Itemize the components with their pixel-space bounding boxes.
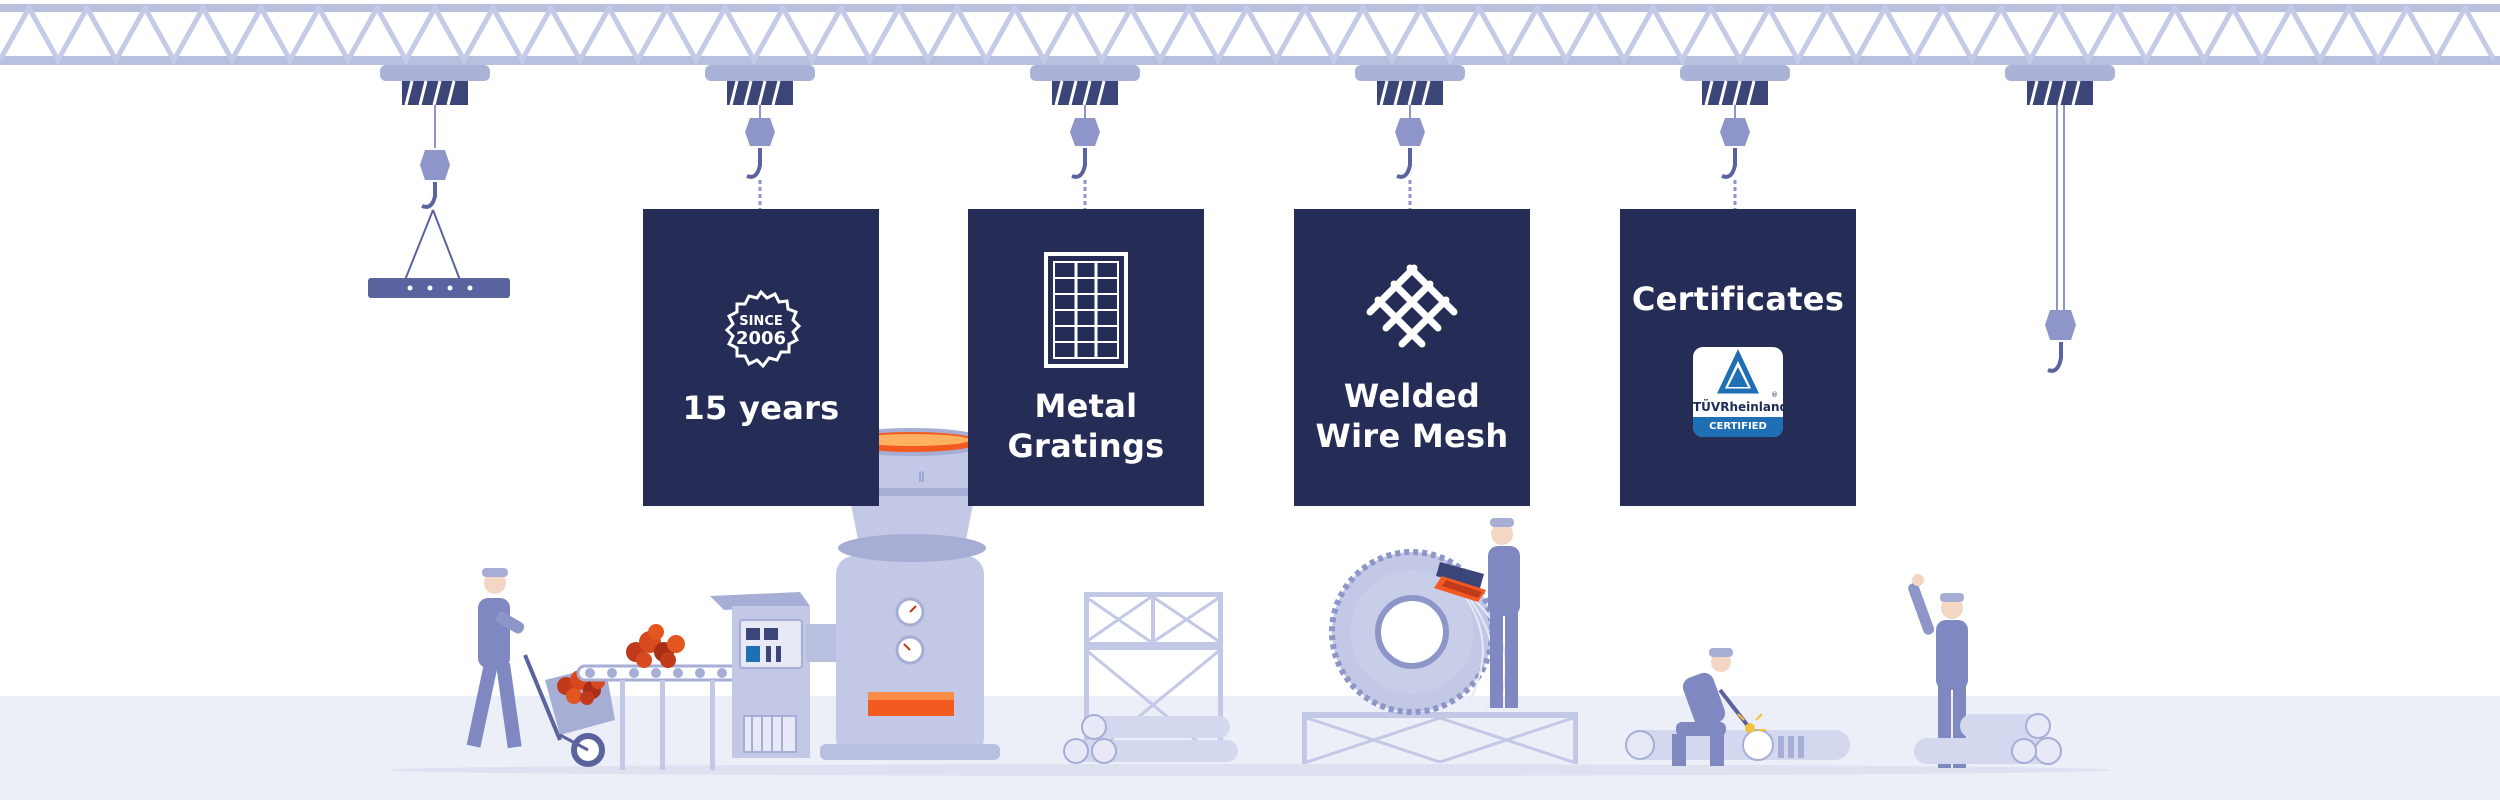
card-title: Certificates	[1632, 279, 1844, 319]
ore-pile-icon	[626, 624, 685, 668]
card-title-line: 15 years	[682, 388, 840, 427]
crusher-machine-icon	[710, 592, 838, 758]
card-15-years: SINCE 2006 15 years	[643, 209, 879, 506]
welder-icon	[1672, 648, 1766, 766]
card-certificates: Certificates ® TÜVRheinland CERTIFIED	[1620, 209, 1856, 506]
badge-year-text: 2006	[736, 328, 786, 349]
overhead-crane-truss-icon	[0, 2, 2500, 66]
crane-hook-icon	[1355, 65, 1465, 224]
furnace-ladle-icon: Ⅱ	[820, 428, 1000, 760]
worker-icon	[466, 568, 525, 749]
crane-hook-icon	[2005, 65, 2115, 373]
card-title-line: Welded	[1343, 376, 1481, 415]
since-2006-badge-icon: SINCE 2006	[724, 289, 802, 368]
pipe-stack-icon	[1625, 729, 1850, 761]
card-title: Welded Wire Mesh	[1316, 376, 1509, 456]
crane-hook-icon	[368, 65, 510, 298]
pipe-stack-icon	[1063, 714, 1238, 764]
registered-mark: ®	[1771, 391, 1778, 399]
tuv-certified-badge: ® TÜVRheinland CERTIFIED	[1693, 346, 1783, 437]
badge-since-text: SINCE	[739, 314, 783, 329]
card-title: Metal Gratings	[1007, 386, 1164, 466]
card-metal-gratings: Metal Gratings	[968, 209, 1204, 506]
pipe-stack-icon	[1914, 713, 2062, 765]
tuv-logo-icon: ®	[1717, 348, 1778, 399]
card-welded-wire-mesh: Welded Wire Mesh	[1294, 209, 1530, 506]
card-title-line: Gratings	[1007, 426, 1165, 465]
worker-icon	[1434, 518, 1520, 708]
card-title-line: Certificates	[1631, 279, 1845, 318]
crane-hook-icon	[705, 65, 815, 224]
card-title-line: Metal	[1034, 386, 1138, 425]
grating-panel-icon	[1044, 251, 1128, 368]
card-title: 15 years	[682, 388, 839, 428]
factory-floor	[0, 696, 2500, 800]
card-title-line: Wire Mesh	[1315, 416, 1509, 455]
svg-text:Ⅱ: Ⅱ	[918, 470, 925, 486]
cert-name-text: TÜVRheinland	[1693, 399, 1783, 414]
floor-shadow	[390, 764, 2110, 776]
cert-status-text: CERTIFIED	[1693, 416, 1783, 437]
worker-icon	[1908, 574, 1968, 768]
crane-hook-icon	[1680, 65, 1790, 224]
wire-mesh-icon	[1366, 264, 1458, 347]
crane-hook-icon	[1030, 65, 1140, 224]
